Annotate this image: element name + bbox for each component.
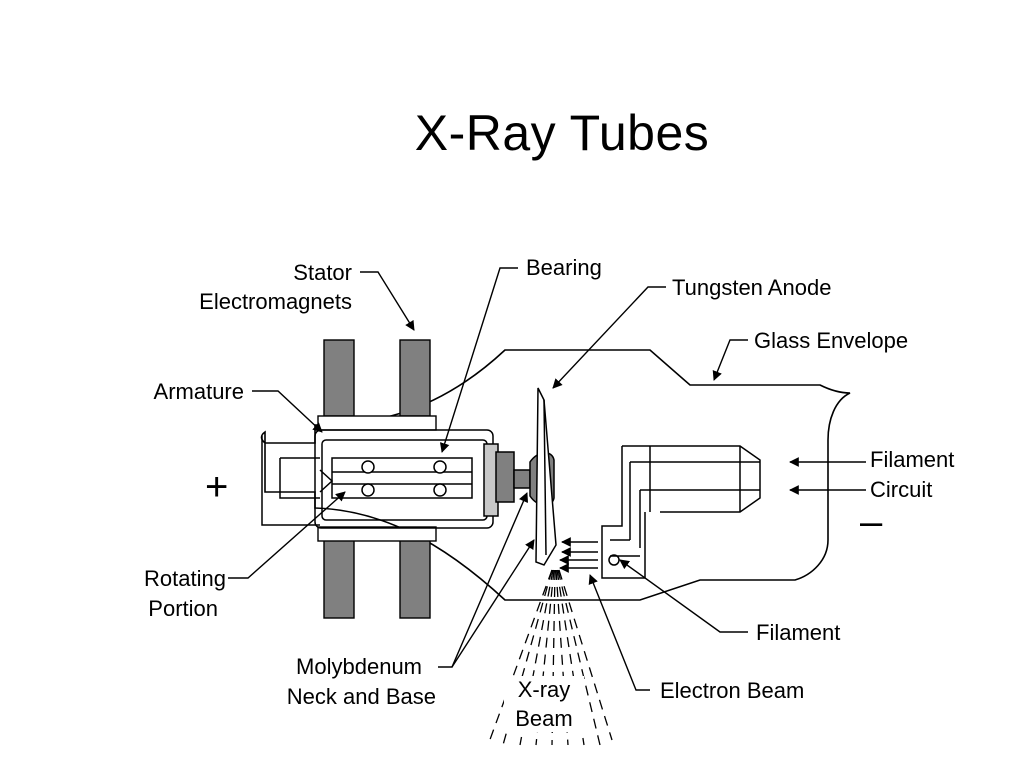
label-portion: Portion xyxy=(148,596,218,621)
label-rotating: Rotating xyxy=(144,566,226,591)
label-armature: Armature xyxy=(154,379,244,404)
label-neck-and-base: Neck and Base xyxy=(287,684,436,709)
label-beam: Beam xyxy=(515,706,572,731)
label-electron-beam: Electron Beam xyxy=(660,678,804,703)
leader-lines xyxy=(228,267,866,691)
label-electromagnets: Electromagnets xyxy=(199,289,352,314)
xray-label-backdrop xyxy=(504,676,584,732)
label-filament-circuit-2: Circuit xyxy=(870,477,932,502)
label-filament-circuit-1: Filament xyxy=(870,447,954,472)
cathode-assembly xyxy=(601,445,761,579)
label-molybdenum: Molybdenum xyxy=(296,654,422,679)
minus-sign: – xyxy=(860,500,883,544)
label-filament: Filament xyxy=(756,620,840,645)
plus-sign: + xyxy=(205,465,228,509)
label-glass-envelope: Glass Envelope xyxy=(754,328,908,353)
label-tungsten-anode: Tungsten Anode xyxy=(672,275,831,300)
label-xray: X-ray xyxy=(518,677,571,702)
stator-electromagnets xyxy=(317,339,437,619)
slide-title: X-Ray Tubes xyxy=(414,105,710,161)
electron-beam-arrows xyxy=(559,537,598,573)
armature xyxy=(314,429,499,529)
anode-connector xyxy=(261,436,334,526)
rotating-portion xyxy=(331,457,473,499)
label-stator: Stator xyxy=(293,260,352,285)
tungsten-anode xyxy=(535,387,557,566)
label-bearing: Bearing xyxy=(526,255,602,280)
